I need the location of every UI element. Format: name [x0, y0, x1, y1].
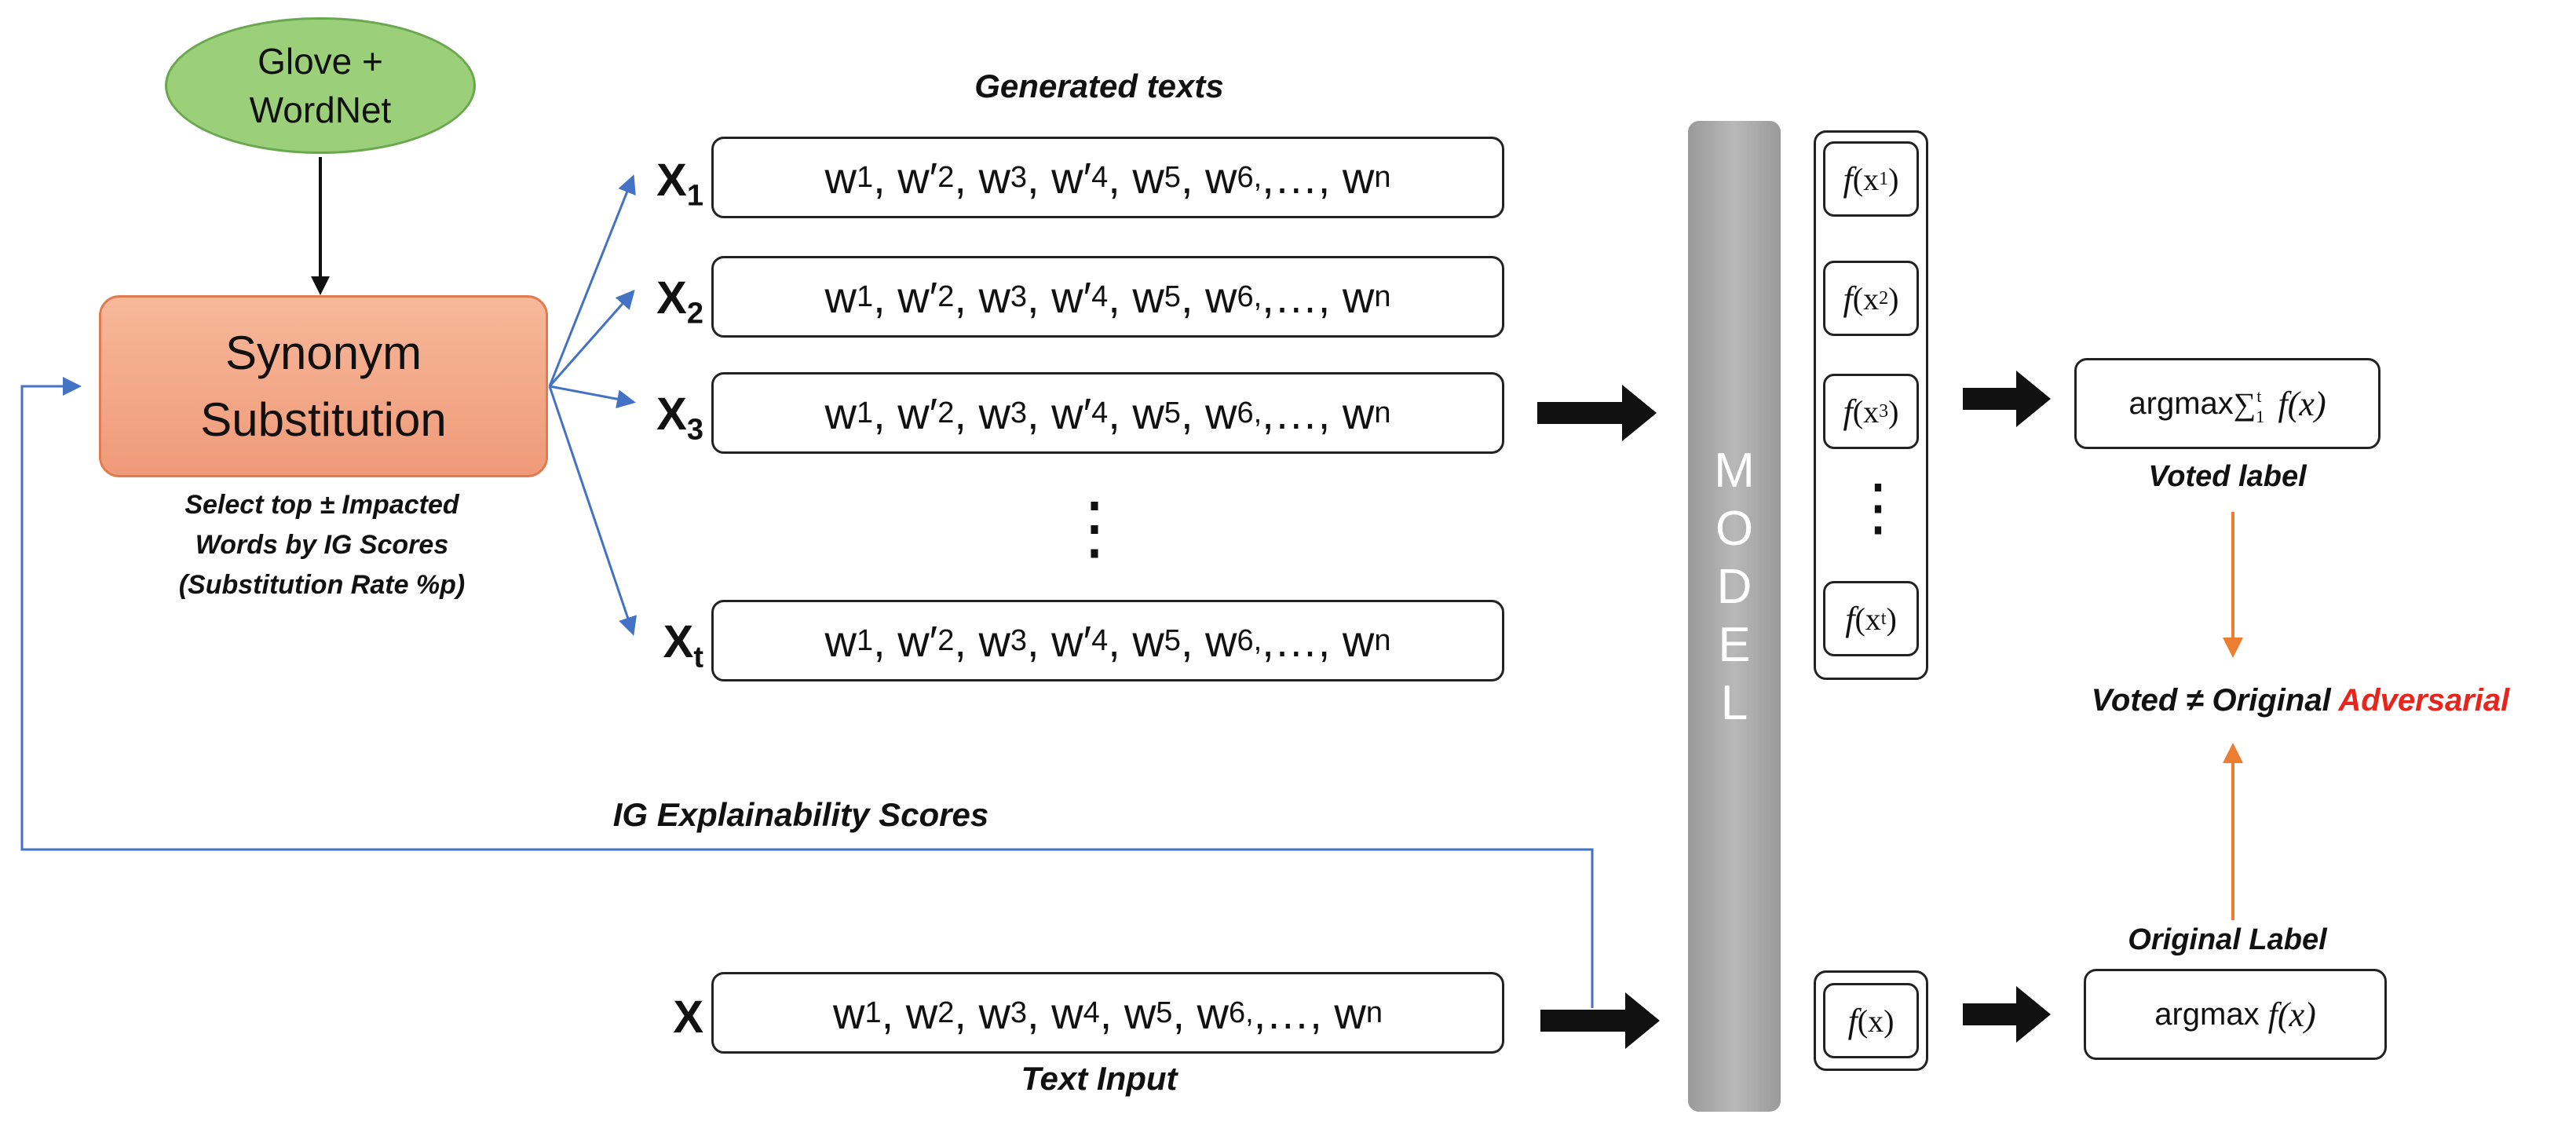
model-letter-d: D: [1716, 560, 1752, 614]
arrow-fan-xt: [548, 385, 637, 636]
generated-texts-title: Generated texts: [974, 68, 1224, 104]
feedback-label: IG Explainability Scores: [612, 796, 989, 833]
glove-wordnet-node: Glove + WordNet: [165, 17, 476, 154]
input-output-group: [1814, 970, 1928, 1071]
glove-wordnet-label: Glove + WordNet: [249, 40, 392, 130]
text-input-caption: Text Input: [1021, 1060, 1178, 1097]
adversarial-label: Adversarial: [2338, 683, 2510, 718]
arrow-output-to-original: [1963, 986, 2051, 1043]
original-argmax-box: argmax f(x): [2084, 969, 2387, 1060]
model-letter-l: L: [1720, 676, 1748, 730]
model-letter-m: M: [1714, 444, 1755, 498]
arrow-fan-x3: [549, 385, 636, 409]
vote-argmax-box: argmax∑1t f(x): [2074, 358, 2381, 449]
decision-text: Voted ≠ Original Adversarial: [2091, 683, 2510, 718]
var-x2: X2: [656, 272, 703, 331]
feedback-line: [20, 377, 1594, 1008]
var-x1: X1: [656, 155, 703, 213]
model-letter-o: O: [1715, 502, 1754, 556]
substitution-note: Select top ± Impacted Words by IG Scores…: [178, 490, 466, 600]
voted-label-caption: Voted label: [2148, 460, 2307, 493]
arrow-fan-x2: [548, 290, 635, 387]
synonym-substitution-node: Synonym Substitution: [99, 295, 548, 477]
original-label-caption: Original Label: [2128, 923, 2327, 956]
output-fx: f(x): [1823, 983, 1919, 1058]
var-x: X: [673, 992, 703, 1043]
var-xt: Xt: [663, 616, 703, 674]
synonym-substitution-label: Synonym Substitution: [200, 326, 447, 446]
var-x3: X3: [656, 389, 703, 447]
arrow-input-to-model: [1540, 992, 1660, 1049]
arrow-fan-x1: [548, 174, 636, 387]
arrow-outputs-to-vote: [1963, 371, 2051, 427]
arrow-generated-to-model: [1537, 385, 1657, 441]
model-letter-e: E: [1718, 618, 1751, 672]
outputs-ellipsis: ⋮: [1847, 472, 1909, 542]
generated-ellipsis: ⋮: [1060, 488, 1129, 566]
model-outputs-group: [1814, 130, 1928, 680]
model-block: M O D E L: [1688, 121, 1781, 1112]
